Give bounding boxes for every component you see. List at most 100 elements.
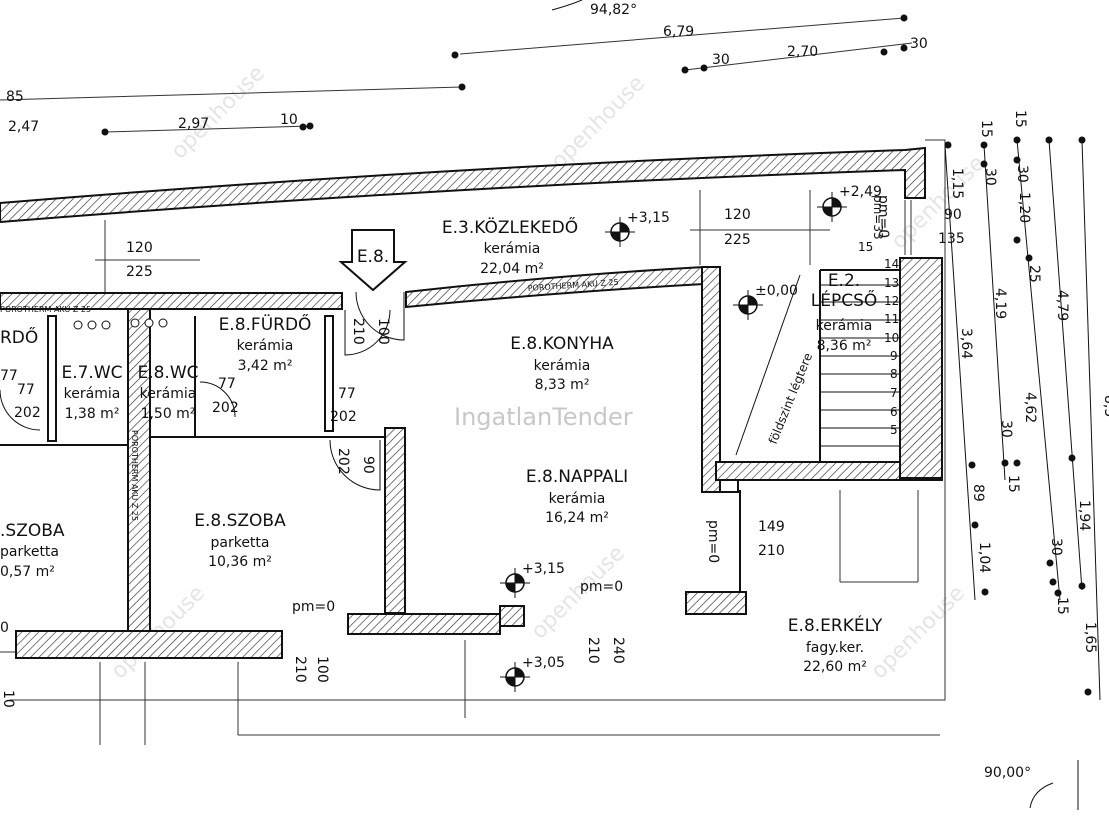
room-area: 8,33 m² [535,377,590,393]
entrance-tag: E.8. [357,247,389,267]
dim-label: 210 [350,318,366,345]
dim-label: 225 [126,264,153,280]
dim-label: 90 [944,207,962,223]
stair-steps [820,284,900,463]
dim-label: pm=33 [871,195,885,240]
room-floor: kerámia [549,491,606,507]
room-floor: kerámia [64,386,121,402]
step-number: 12 [884,294,899,308]
dim-label: 100 [375,318,391,345]
room-name: E.7.WC [61,363,122,383]
dim-label: 4,19 [992,288,1008,319]
room-area: 1,50 m² [141,406,196,422]
room-name: E.8.SZOBA [194,511,286,531]
dim-label: 30 [998,420,1014,438]
level-marker-icon [733,290,763,320]
angle-label: 90,00° [984,765,1031,781]
level-marker-icon [500,662,530,692]
dim-label: 202 [330,409,357,425]
dim-label: 225 [724,232,751,248]
room-floor: kerámia [484,241,541,257]
opening-dimensions: 120 225 120 225 100 210 77 202 77 202 77… [14,195,891,683]
dim-label: 202 [14,405,41,421]
dim-label: 240 [610,637,626,664]
dimension-ticks [101,14,1092,696]
dim-label: 30 [1014,165,1030,183]
room-area: 8,36 m² [817,338,872,354]
top-dimensions: 6,79 30 2,70 30 2,47 2,97 10 85 [6,24,928,135]
vent-circles [73,318,168,330]
room-name: RDŐ [0,326,38,348]
dim-label: 77 [218,376,236,392]
level-marker-icon [500,568,530,598]
dim-label: pm=0 [292,599,335,615]
dim-label: 1,20 [1016,192,1032,223]
step-number: 13 [884,276,899,290]
room-name: E.3.KÖZLEKEDŐ [442,216,578,238]
wall-label: POROTHERM AKU Z 25 [130,430,139,521]
room-floor: kerámia [237,338,294,354]
level-label: ±0,00 [755,283,798,299]
dim-label: 1,94 [1076,500,1092,531]
dim-label: 15 [1012,110,1028,128]
level-label: +2,49 [839,184,882,200]
dim-label: 135 [938,231,965,247]
dim-label: pm=0 [580,579,623,595]
dim-label: 120 [126,240,153,256]
dim-label: 202 [335,448,351,475]
room-area: 0,57 m² [0,564,55,580]
angle-label: 94,82° [590,2,637,18]
room-name: E.8.NAPPALI [526,467,628,487]
angle-arc [551,0,583,11]
room-area: 22,60 m² [803,659,867,675]
clipped-labels: 0 77 8,5 10 [0,368,1109,708]
dim-label: 85 [6,89,24,105]
dim-label: 100 [314,656,330,683]
dim-label: 77 [0,368,18,384]
room-name: E.8.FÜRDŐ [219,313,312,335]
reference-lines [0,17,946,745]
dim-label: 4,62 [1022,392,1038,423]
level-label: +3,05 [522,655,565,671]
dim-label: 30 [712,52,730,68]
dim-label: 1,15 [949,168,965,199]
level-markers [500,192,847,692]
dim-label: 2,97 [178,116,209,132]
dim-label: pm=0 [875,195,891,238]
dim-label: pm=0 [705,520,721,563]
dim-label: 1,04 [976,542,992,573]
dim-label: 149 [758,519,785,535]
room-name: E.8.KONYHA [510,334,614,354]
dim-label: 6,79 [663,24,694,40]
dim-label: 77 [338,386,356,402]
room-floor: parketta [210,535,269,551]
room-labels: E.3.KÖZLEKEDŐ kerámia 22,04 m² E.8.KONYH… [0,216,883,675]
room-floor: kerámia [140,386,197,402]
step-number: 6 [890,405,898,419]
room-area: 3,42 m² [238,358,293,374]
door-swings [0,291,405,491]
step-number: 11 [884,312,899,326]
dim-label: 202 [212,400,239,416]
dim-label: 15 [1054,597,1070,615]
dim-label: 2,47 [8,119,39,135]
dim-label: 2,70 [787,44,818,60]
dim-label: 1,65 [1082,622,1098,653]
room-name: E.8.ERKÉLY [788,614,883,636]
dim-label: 25 [1026,265,1042,283]
room-area: 22,04 m² [480,261,544,277]
step-number: 7 [890,386,898,400]
room-area: 10,36 m² [208,554,272,570]
room-name: E.8.WC [137,363,198,383]
level-label: +3,15 [627,210,670,226]
void-diagonal [735,274,801,456]
dim-label: 210 [292,656,308,683]
dim-label: 15 [1005,475,1021,493]
room-area: 16,24 m² [545,510,609,526]
dim-label: 89 [970,484,986,502]
dim-label: 3,64 [958,328,974,359]
angle-arc [1029,782,1054,809]
dim-label: 210 [758,543,785,559]
level-label: +3,15 [522,561,565,577]
